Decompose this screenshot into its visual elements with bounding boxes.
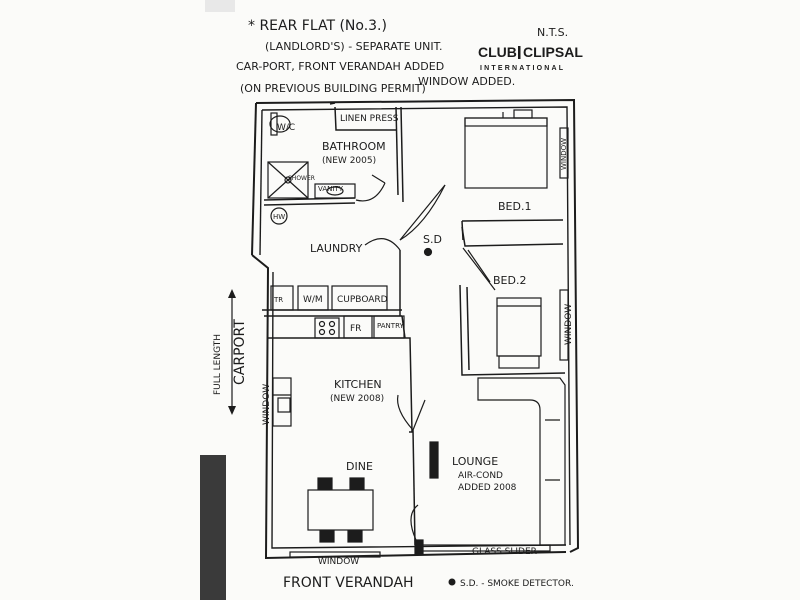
fridge-fixture <box>343 315 373 339</box>
trough-fixture <box>270 285 294 311</box>
washing-machine-fixture <box>297 285 329 311</box>
header-title: * REAR FLAT (No.3.) <box>248 18 387 34</box>
scan-edge-top <box>205 0 235 12</box>
bed1-bed <box>464 117 548 189</box>
bed2-bed <box>496 297 542 357</box>
logo-divider <box>518 46 521 59</box>
label-bathroom-note: (NEW 2005) <box>322 156 376 166</box>
label-trough: TR <box>273 296 283 304</box>
shower-tray <box>267 161 309 199</box>
label-window-bed2: WINDOW <box>564 304 574 345</box>
club-clipsal-logo: CLUB CLIPSAL INTERNATIONAL <box>478 44 583 72</box>
label-lounge-note1: AIR-COND <box>458 471 503 481</box>
kitchen-window-box <box>272 377 292 427</box>
cupboard-fixture <box>331 285 388 311</box>
front-window-frame <box>289 551 381 558</box>
label-kitchen: KITCHEN <box>334 378 382 391</box>
header-window-added: WINDOW ADDED. <box>418 75 515 88</box>
label-carport: CARPORT <box>232 319 248 385</box>
label-cupboard: CUPBOARD <box>337 295 388 305</box>
label-full-length: FULL LENGTH <box>213 334 223 395</box>
header-line3: CAR-PORT, FRONT VERANDAH ADDED <box>236 60 444 73</box>
label-bathroom: BATHROOM <box>322 140 386 153</box>
label-window-kitchen: WINDOW <box>262 384 272 425</box>
dining-table <box>307 489 374 531</box>
label-window-bed1: WINDOW <box>560 138 568 170</box>
carport-arrow-down <box>228 406 236 415</box>
lounge-couch <box>477 377 566 546</box>
door-swings <box>355 174 496 541</box>
label-pantry: PANTRY <box>377 322 404 330</box>
smoke-detector-symbol <box>423 247 433 257</box>
vanity-fixture <box>314 183 356 199</box>
stove-fixture <box>314 317 340 339</box>
label-vanity: VANITY <box>318 185 344 193</box>
legend-smoke-symbol <box>448 578 456 586</box>
label-lounge-note2: ADDED 2008 <box>458 483 517 493</box>
label-bed1: BED.1 <box>498 200 531 213</box>
lounge-side-table <box>429 441 439 479</box>
label-lounge: LOUNGE <box>452 455 498 468</box>
logo-subtitle: INTERNATIONAL <box>480 65 565 72</box>
label-bed2: BED.2 <box>493 274 526 287</box>
carport-annotation: FULL LENGTH CARPORT <box>213 289 248 415</box>
fixtures <box>267 109 569 558</box>
toilet-cistern <box>270 112 278 136</box>
label-glass-slider: GLASS SLIDER <box>472 547 537 557</box>
label-smoke-detector: S.D <box>423 233 442 246</box>
label-window-front: WINDOW <box>318 557 359 567</box>
header-line4: (ON PREVIOUS BUILDING PERMIT) <box>240 82 426 95</box>
label-laundry: LAUNDRY <box>310 242 363 255</box>
label-hw: HW <box>273 213 285 221</box>
label-linen-press: LINEN PRESS <box>340 114 399 124</box>
label-legend: S.D. - SMOKE DETECTOR. <box>460 579 574 589</box>
label-wm: W/M <box>303 295 323 305</box>
label-shower: SHOWER <box>288 175 315 182</box>
label-fridge: FR <box>350 324 361 334</box>
bed2-window-marker <box>559 289 569 361</box>
header-subtitle: (LANDLORD'S) - SEPARATE UNIT. <box>265 40 443 53</box>
pantry-fixture <box>373 315 405 339</box>
label-wc: W/C <box>277 123 295 133</box>
outer-walls <box>251 98 580 560</box>
label-kitchen-note: (NEW 2008) <box>330 394 384 404</box>
hot-water-unit <box>270 207 288 225</box>
carport-arrow-up <box>228 289 236 298</box>
label-front-verandah: FRONT VERANDAH <box>283 575 414 591</box>
label-dine: DINE <box>346 460 373 473</box>
bed1-window-marker <box>559 127 569 179</box>
scan-shadow <box>200 455 226 600</box>
toilet-fixture <box>269 115 291 133</box>
logo-word-2: CLIPSAL <box>523 44 583 60</box>
logo-word-1: CLUB <box>478 44 517 60</box>
scale-note: N.T.S. <box>537 26 568 39</box>
